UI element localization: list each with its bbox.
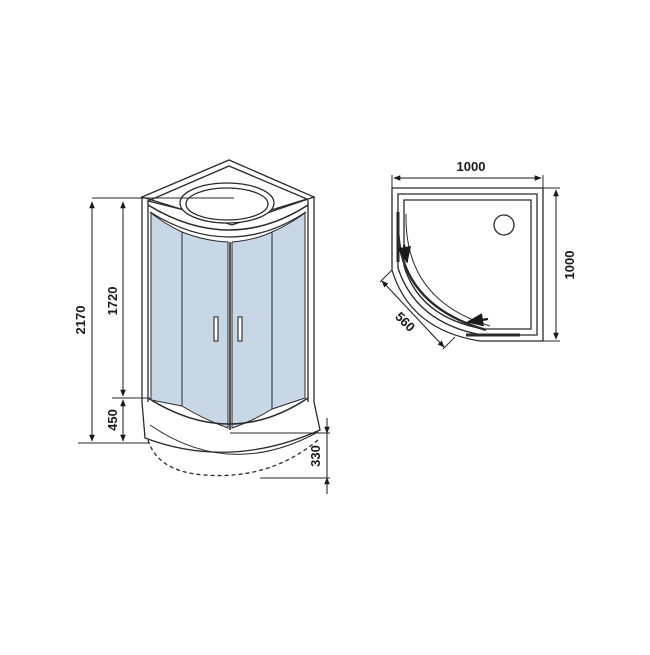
glass-panel-left bbox=[150, 211, 183, 407]
sliding-arrows bbox=[397, 244, 489, 327]
front-view bbox=[78, 159, 330, 479]
tray-base-curve bbox=[149, 424, 319, 455]
front-dimensions bbox=[89, 201, 330, 494]
shower-dish bbox=[179, 182, 275, 224]
plan-leader-door-b bbox=[442, 336, 456, 350]
top-frame-curve bbox=[147, 204, 309, 231]
tray-base-dashed bbox=[147, 439, 319, 477]
label-plan-width: 1000 bbox=[457, 159, 486, 174]
slide-arrow-left bbox=[466, 313, 489, 327]
label-door-opening: 560 bbox=[392, 309, 418, 335]
plan-leader-door-a bbox=[379, 269, 393, 283]
bottom-frame-curve bbox=[147, 397, 309, 425]
plan-door-track-inner bbox=[405, 213, 491, 327]
label-tray-depth: 330 bbox=[308, 445, 323, 467]
label-total-height: 2170 bbox=[73, 306, 88, 335]
tray-outline bbox=[141, 401, 321, 453]
door-handle-left bbox=[213, 316, 219, 342]
glass-panel-right bbox=[271, 212, 306, 410]
label-glass-height: 1720 bbox=[105, 287, 120, 316]
door-handle-right bbox=[237, 316, 243, 342]
label-tray-height: 450 bbox=[105, 409, 120, 431]
dim-line-door-opening bbox=[381, 280, 445, 348]
shower-dish-inner bbox=[185, 187, 269, 221]
top-frame-curve-inner bbox=[149, 211, 307, 238]
plan-dimensions bbox=[381, 175, 559, 348]
plan-drain bbox=[493, 214, 515, 236]
label-plan-depth: 1000 bbox=[562, 251, 577, 280]
glass-panel-center-left bbox=[181, 231, 229, 429]
slide-arrow-down bbox=[397, 244, 411, 264]
